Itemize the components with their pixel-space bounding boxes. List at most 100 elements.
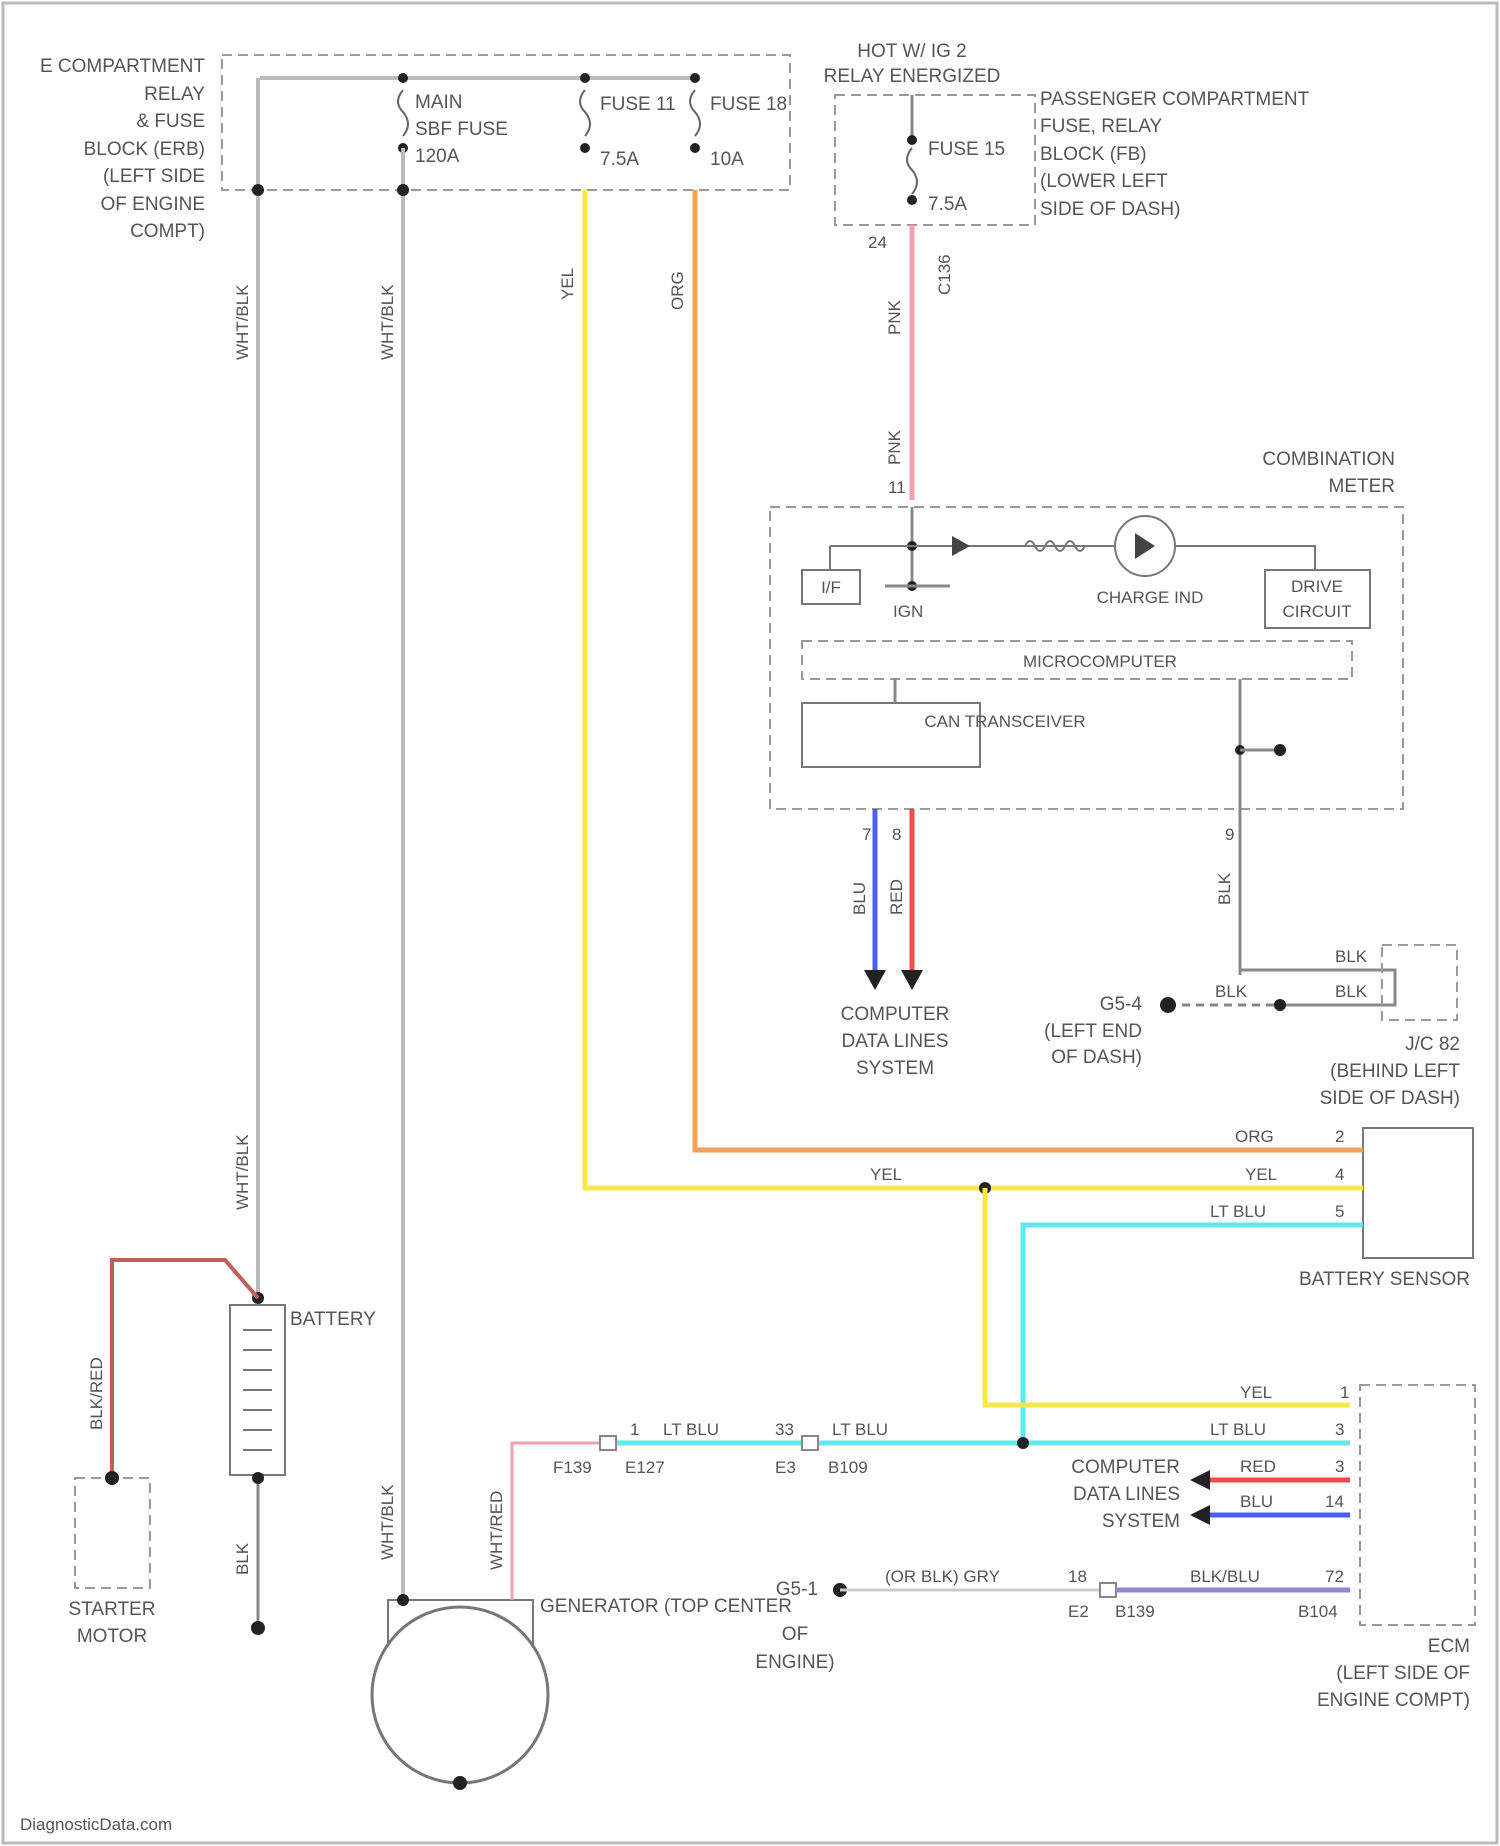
ign-label: IGN (893, 602, 923, 621)
svg-text:DATA LINES: DATA LINES (1073, 1484, 1180, 1505)
wire-blk-red (112, 1260, 258, 1478)
connector-c136: C136 (935, 254, 954, 295)
combination-meter-label-2: METER (1329, 476, 1396, 497)
wire-label-blu-2: BLU (1240, 1492, 1273, 1511)
wire-label-yel-4: YEL (1240, 1383, 1272, 1402)
ground-point-g5-4 (1160, 997, 1176, 1013)
wire-label-pnk-2: PNK (885, 429, 904, 465)
wire-label-red-1: RED (887, 879, 906, 915)
computer-data-lines-label-1: COMPUTER DATA LINES SYSTEM (841, 1004, 950, 1079)
svg-text:RELAY: RELAY (144, 84, 205, 105)
connector-33: 33 (775, 1420, 794, 1439)
starter-motor-label-2: MOTOR (77, 1626, 147, 1647)
svg-text:GENERATOR (TOP CENTER: GENERATOR (TOP CENTER (540, 1596, 792, 1617)
wire-label-blk-red: BLK/RED (87, 1357, 106, 1430)
svg-text:FUSE, RELAY: FUSE, RELAY (1040, 116, 1162, 137)
svg-text:120A: 120A (415, 146, 460, 167)
starter-terminal-dot (105, 1471, 119, 1485)
battery-sensor-label: BATTERY SENSOR (1299, 1269, 1470, 1290)
connector-8: 8 (892, 825, 901, 844)
arrow-down-icon (864, 970, 886, 990)
if-label: I/F (821, 578, 841, 597)
svg-text:ENGINE): ENGINE) (755, 1652, 834, 1673)
wire-label-wht-blk-1: WHT/BLK (233, 284, 252, 360)
junction-dot (1017, 1437, 1029, 1449)
connector-b139-label: B139 (1115, 1602, 1155, 1621)
generator-icon (372, 1607, 548, 1783)
svg-text:SIDE OF DASH): SIDE OF DASH) (1320, 1088, 1460, 1109)
svg-text:(BEHIND LEFT: (BEHIND LEFT (1330, 1061, 1460, 1082)
svg-text:ENGINE COMPT): ENGINE COMPT) (1317, 1690, 1470, 1711)
svg-text:FUSE 11: FUSE 11 (600, 94, 676, 115)
connector-9: 9 (1225, 825, 1234, 844)
svg-text:PASSENGER COMPARTMENT: PASSENGER COMPARTMENT (1040, 89, 1310, 110)
svg-text:10A: 10A (710, 149, 744, 170)
svg-text:J/C 82: J/C 82 (1405, 1034, 1460, 1055)
ecm-box (1360, 1385, 1475, 1625)
jc-box (1382, 945, 1457, 1020)
svg-text:MAIN: MAIN (415, 92, 463, 113)
fuse-15: FUSE 15 7.5A (907, 135, 1005, 215)
wire-label-blk-2: BLK (1335, 947, 1368, 966)
wire-label-yel-1: YEL (558, 268, 577, 300)
meter-circuit-top (830, 546, 1315, 570)
hot-w-ig2-label-2: RELAY ENERGIZED (824, 66, 1001, 87)
arrow-left-icon (1190, 1505, 1210, 1525)
connector-14: 14 (1325, 1492, 1344, 1511)
wire-label-wht-blk-1b: WHT/BLK (233, 1134, 252, 1210)
battery-sensor-box (1363, 1128, 1473, 1258)
connector-e127-label: E127 (625, 1458, 665, 1477)
svg-text:BLOCK (FB): BLOCK (FB) (1040, 144, 1147, 165)
ecm-label: ECM (LEFT SIDE OF ENGINE COMPT) (1317, 1636, 1470, 1711)
connector-4: 4 (1335, 1165, 1344, 1184)
drive-circuit-label-2: CIRCUIT (1283, 602, 1352, 621)
svg-text:G5-4: G5-4 (1100, 994, 1143, 1015)
charge-ind-label: CHARGE IND (1097, 588, 1204, 607)
wire-label-org-1: ORG (668, 271, 687, 310)
svg-text:SYSTEM: SYSTEM (856, 1058, 934, 1079)
resistor-icon (1025, 541, 1085, 551)
svg-text:OF: OF (782, 1624, 808, 1645)
svg-text:SIDE OF DASH): SIDE OF DASH) (1040, 199, 1180, 220)
wire-label-yel-2: YEL (870, 1165, 902, 1184)
engine-relay-box-label: E COMPARTMENT RELAY & FUSE BLOCK (ERB) (… (40, 56, 205, 242)
svg-text:DATA LINES: DATA LINES (842, 1031, 949, 1052)
wire-label-pnk-1: PNK (885, 299, 904, 335)
wire-label-red-2: RED (1240, 1457, 1276, 1476)
svg-text:BLOCK (ERB): BLOCK (ERB) (84, 139, 205, 160)
wire-label-blk-1: BLK (1215, 872, 1234, 905)
connector-f139-label: F139 (553, 1458, 592, 1477)
generator-ground-dot (453, 1776, 467, 1790)
arrow-left-icon (1190, 1470, 1210, 1490)
wire-label-wht-blk-2: WHT/BLK (378, 284, 397, 360)
wire-label-lt-blu-2: LT BLU (663, 1420, 719, 1439)
arrow-down-icon (901, 970, 923, 990)
generator-b-terminal-dot (397, 1594, 409, 1606)
diagram-border (3, 3, 1497, 1843)
starter-motor-label: STARTER (69, 1599, 156, 1620)
connector-2: 2 (1335, 1127, 1344, 1146)
svg-text:& FUSE: & FUSE (136, 111, 205, 132)
connector-1b: 1 (630, 1420, 639, 1439)
svg-text:(LEFT SIDE OF: (LEFT SIDE OF (1336, 1663, 1470, 1684)
wire-label-blu-1: BLU (850, 882, 869, 915)
ground-dot (251, 1621, 265, 1635)
connector-18: 18 (1068, 1567, 1087, 1586)
svg-text:OF ENGINE: OF ENGINE (100, 194, 205, 215)
jc-label: J/C 82 (BEHIND LEFT SIDE OF DASH) (1320, 1034, 1461, 1109)
connector-7: 7 (862, 825, 871, 844)
can-transceiver-label: CAN TRANSCEIVER (924, 712, 1085, 731)
drive-circuit-label: DRIVE (1291, 577, 1343, 596)
computer-data-lines-label-2: COMPUTER DATA LINES SYSTEM (1071, 1457, 1180, 1532)
svg-text:COMPUTER: COMPUTER (1071, 1457, 1180, 1478)
wire-label-lt-blu-4: LT BLU (1210, 1420, 1266, 1439)
wire-lt-blu-sensor (1023, 1225, 1363, 1442)
junction-dot (397, 184, 409, 196)
fuse-11: FUSE 11 7.5A (580, 73, 676, 170)
svg-text:7.5A: 7.5A (600, 149, 639, 170)
svg-text:FUSE 18: FUSE 18 (710, 94, 787, 115)
wire-label-blk-blu: BLK/BLU (1190, 1567, 1260, 1586)
connector-e2 (1100, 1583, 1116, 1597)
connector-e2-label: E2 (1068, 1602, 1089, 1621)
ground-dot (1274, 744, 1286, 756)
